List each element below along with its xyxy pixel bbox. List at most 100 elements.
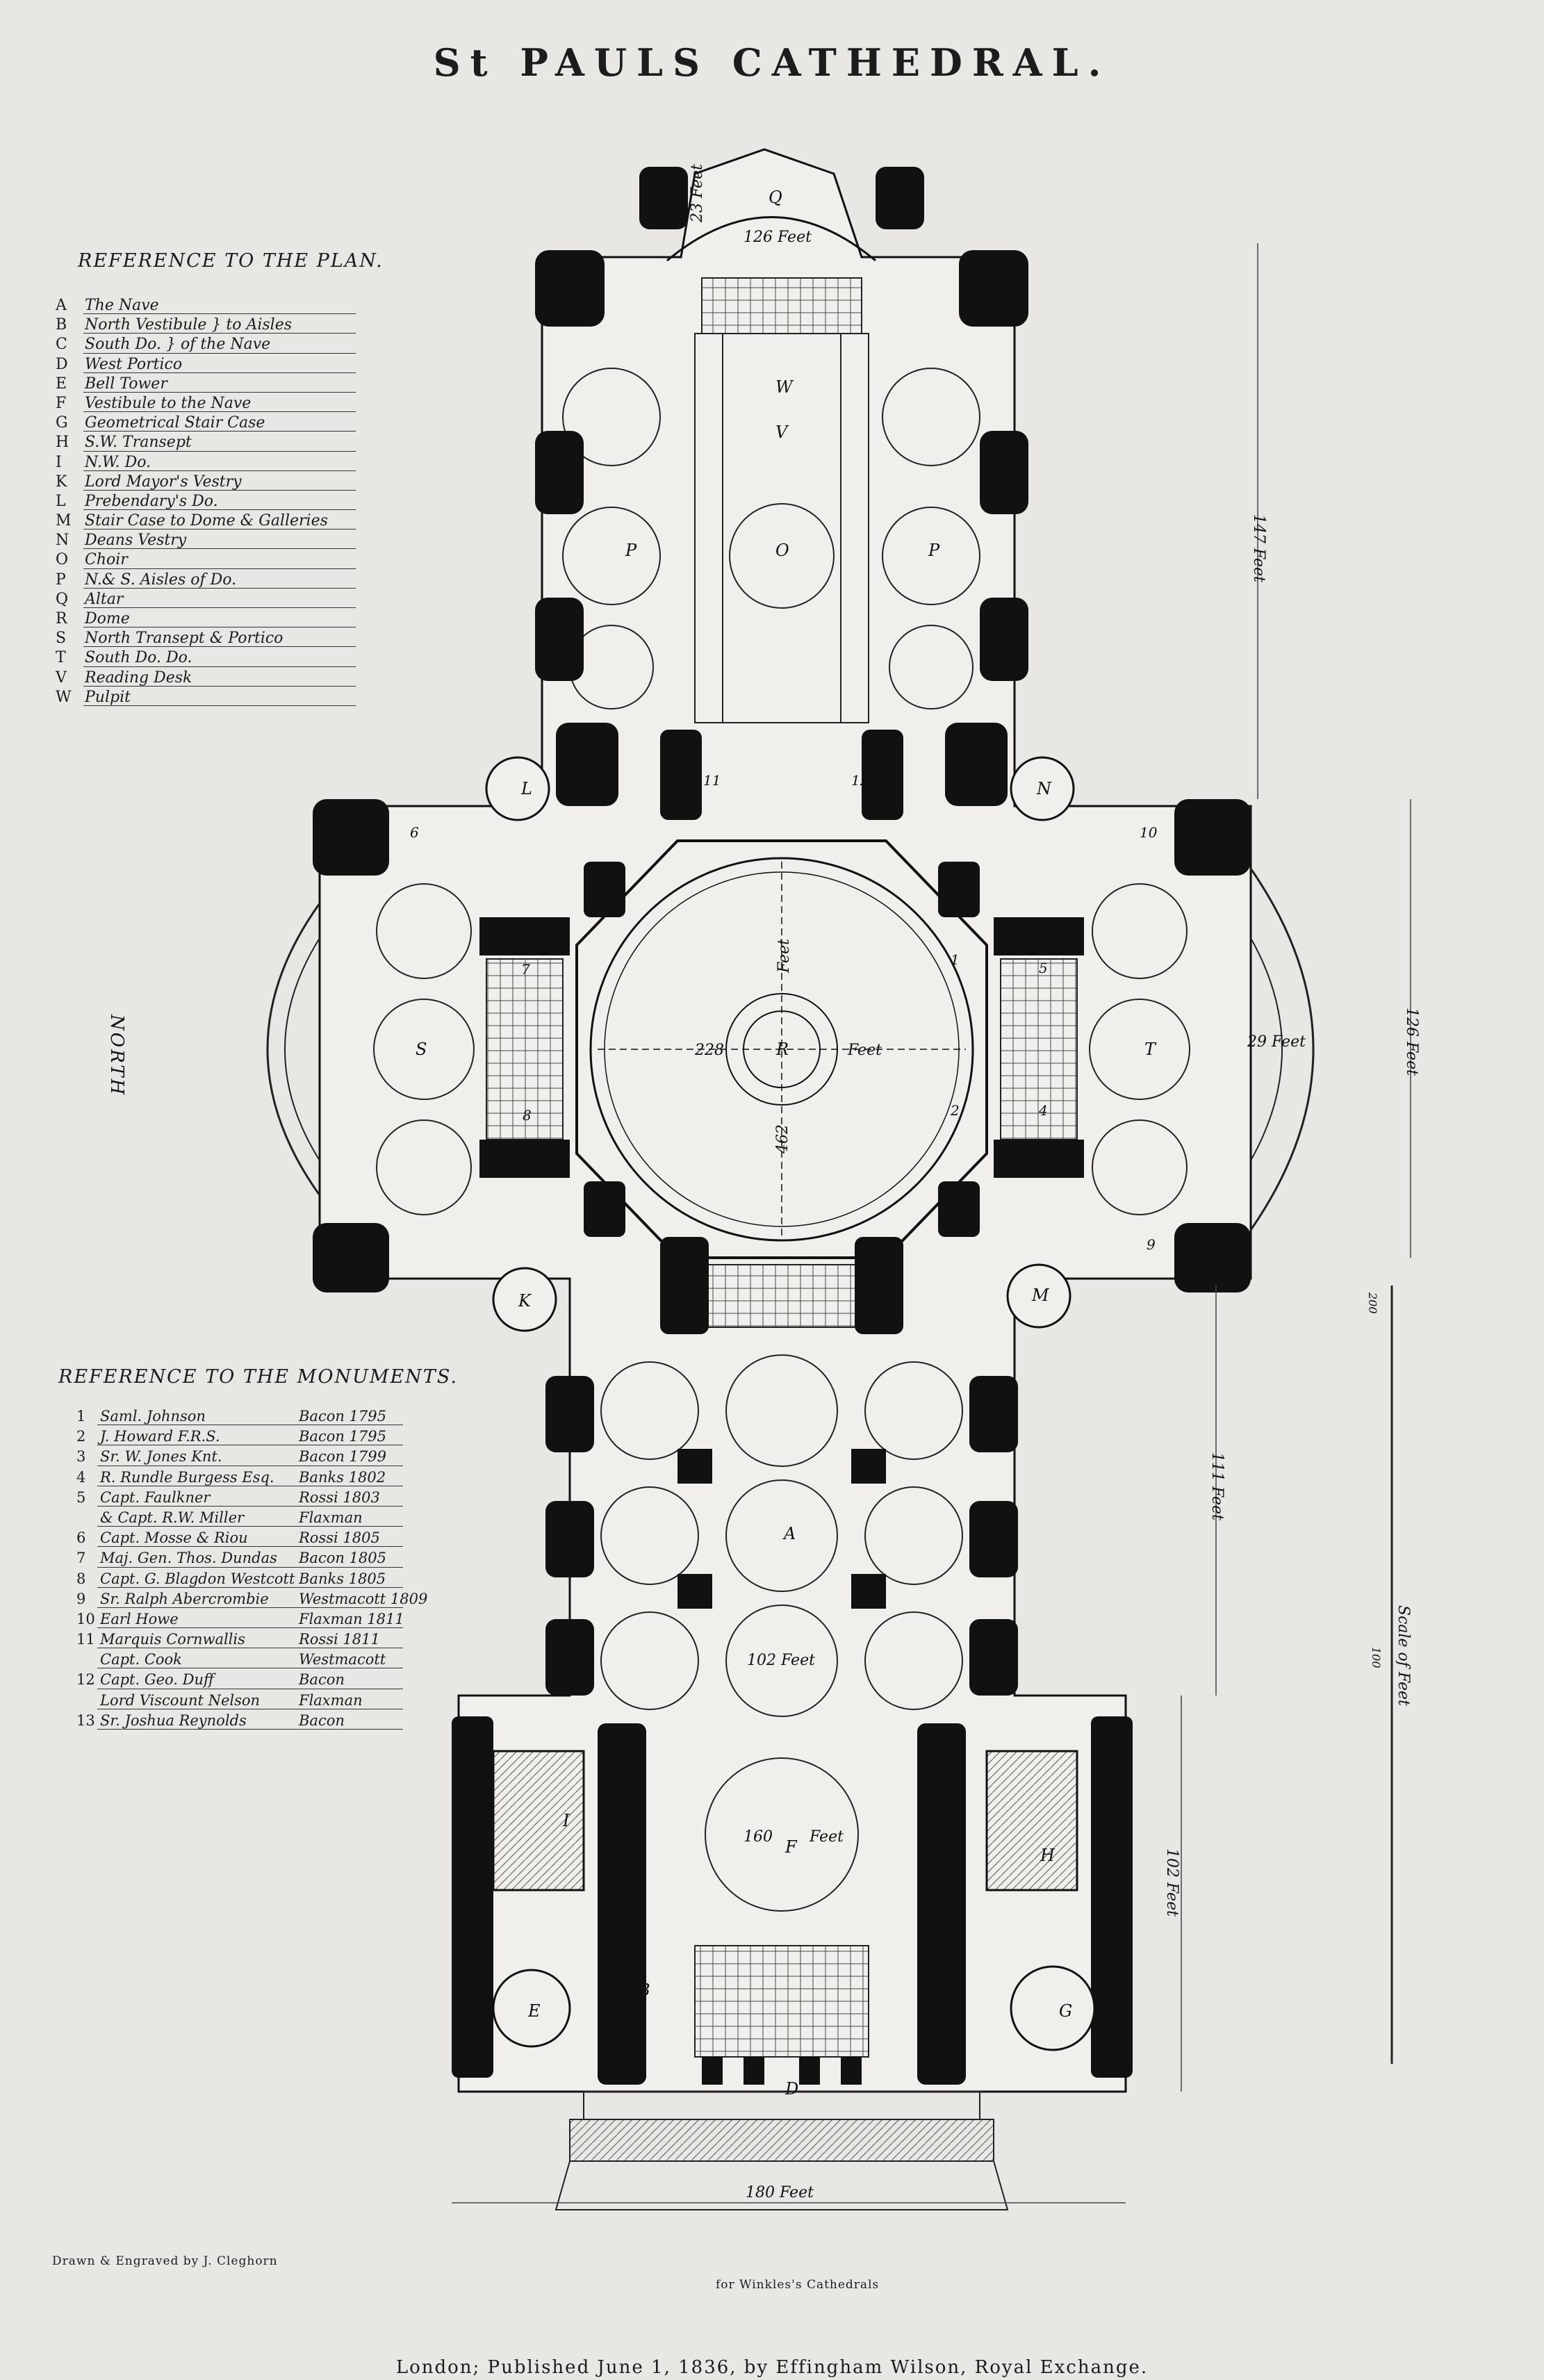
plan-reference-text: Bell Tower bbox=[85, 375, 167, 393]
monument-sculptor: Bacon 1795 bbox=[299, 1408, 386, 1425]
plan-reference-letter: O bbox=[56, 551, 69, 569]
plan-reference-item: K Lord Mayor's Vestry bbox=[56, 473, 356, 492]
monument-name: Capt. Faulkner bbox=[100, 1488, 211, 1506]
plan-reference-letter: C bbox=[56, 336, 67, 354]
monument-sculptor: Bacon 1799 bbox=[299, 1448, 386, 1466]
monument-sculptor: Bacon bbox=[299, 1712, 345, 1729]
scale-top: 200 bbox=[1366, 1292, 1379, 1314]
plan-reference-text: Stair Case to Dome & Galleries bbox=[85, 512, 328, 530]
monument-mark: 9 bbox=[1147, 1236, 1156, 1253]
west-front-dim: 180 Feet bbox=[746, 2184, 814, 2201]
monument-name: Capt. Mosse & Riou bbox=[100, 1529, 248, 1547]
plan-reference-letter: K bbox=[56, 473, 67, 491]
monument-mark: 6 bbox=[410, 824, 419, 841]
plan-letter-v: V bbox=[775, 422, 789, 442]
plan-reference-letter: N bbox=[56, 532, 69, 550]
dome-height-unit: Feet bbox=[775, 939, 793, 974]
dome-diameter-value: 228 bbox=[694, 1042, 724, 1059]
monument-mark: 5 bbox=[1039, 960, 1048, 976]
plan-reference-letter: R bbox=[56, 610, 67, 627]
monument-number: 9 bbox=[76, 1590, 86, 1607]
plan-letter-r: R bbox=[775, 1040, 789, 1059]
plan-letter-i: I bbox=[562, 1811, 570, 1830]
corner-chapels bbox=[485, 756, 1096, 2051]
monument-number: 13 bbox=[76, 1712, 95, 1729]
plan-reference-item: F Vestibule to the Nave bbox=[56, 394, 356, 413]
monument-sculptor: Rossi 1803 bbox=[299, 1488, 380, 1506]
plan-reference-text: Dome bbox=[85, 610, 130, 627]
monument-name: Sr. Joshua Reynolds bbox=[100, 1712, 247, 1729]
monument-number: 1 bbox=[76, 1408, 86, 1425]
monument-number: 4 bbox=[76, 1468, 86, 1486]
monument-name: Capt. Geo. Duff bbox=[100, 1671, 214, 1689]
plan-letter-a: A bbox=[782, 1524, 796, 1543]
plan-reference-item: R Dome bbox=[56, 609, 356, 629]
monument-name: Capt. Cook bbox=[100, 1651, 182, 1668]
page-title: St PAULS CATHEDRAL. bbox=[433, 40, 1111, 85]
apse-dim: 23 Feet bbox=[689, 164, 706, 223]
plan-letter-s: S bbox=[416, 1040, 427, 1059]
monument-name: Marquis Cornwallis bbox=[100, 1631, 245, 1648]
dome-height-value: 462 bbox=[774, 1124, 791, 1154]
monument-name: Sr. Ralph Abercrombie bbox=[100, 1590, 269, 1607]
monument-sculptor: Bacon 1795 bbox=[299, 1428, 386, 1445]
series-credit: for Winkles's Cathedrals bbox=[716, 2278, 880, 2292]
monument-name: & Capt. R.W. Miller bbox=[100, 1509, 245, 1526]
monument-sculptor: Flaxman bbox=[299, 1509, 363, 1526]
monument-number: 5 bbox=[76, 1488, 86, 1506]
west-steps bbox=[555, 2091, 1009, 2210]
plan-reference-text: Vestibule to the Nave bbox=[85, 394, 252, 412]
monument-mark: 8 bbox=[523, 1107, 532, 1124]
monument-item: & Capt. R.W. Miller Flaxman bbox=[76, 1508, 403, 1528]
plan-letter-n: N bbox=[1036, 779, 1052, 798]
plan-reference-letter: F bbox=[56, 394, 67, 412]
plan-reference-text: Lord Mayor's Vestry bbox=[85, 473, 242, 491]
monument-item: 13 Sr. Joshua Reynolds Bacon bbox=[76, 1711, 403, 1731]
plan-reference-letter: I bbox=[56, 453, 62, 471]
masonry-piers bbox=[313, 167, 1251, 2085]
plan-letter-p: P bbox=[625, 541, 637, 560]
plan-letter-d: D bbox=[785, 2079, 798, 2099]
plan-letter-o: O bbox=[775, 541, 789, 560]
monument-number: 10 bbox=[76, 1610, 95, 1627]
vestibule-width-value: 160 bbox=[744, 1828, 773, 1846]
transept-depth-dim: 126 Feet bbox=[1403, 1008, 1420, 1076]
plan-reference-letter: H bbox=[56, 434, 69, 452]
plan-reference-letter: P bbox=[56, 571, 66, 589]
monument-sculptor: Bacon 1805 bbox=[299, 1550, 386, 1567]
monument-sculptor: Westmacott bbox=[299, 1651, 386, 1668]
plan-reference-text: N.& S. Aisles of Do. bbox=[85, 571, 237, 589]
plan-reference-text: The Nave bbox=[85, 297, 159, 314]
plan-letter-l: L bbox=[520, 779, 532, 798]
plan-reference-letter: Q bbox=[56, 590, 69, 608]
monument-sculptor: Bacon bbox=[299, 1671, 345, 1689]
plan-letter-m: M bbox=[1031, 1286, 1050, 1305]
engraver-credit: Drawn & Engraved by J. Cleghorn bbox=[52, 2254, 278, 2268]
plan-reference-heading: REFERENCE TO THE PLAN. bbox=[78, 250, 384, 272]
nave-length-dim: 111 Feet bbox=[1208, 1452, 1226, 1520]
monument-number: 6 bbox=[76, 1529, 86, 1547]
plan-letter-p: P bbox=[928, 541, 940, 560]
monument-number: 2 bbox=[76, 1428, 86, 1445]
monument-mark: 11 bbox=[703, 772, 721, 789]
plan-reference-text: Prebendary's Do. bbox=[85, 492, 218, 510]
monument-sculptor: Banks 1802 bbox=[299, 1468, 386, 1486]
plan-letter-k: K bbox=[518, 1291, 532, 1311]
plan-reference-text: Reading Desk bbox=[85, 668, 192, 687]
scale-mid: 100 bbox=[1370, 1647, 1383, 1668]
monument-number: 12 bbox=[76, 1671, 95, 1689]
scale-label: Scale of Feet bbox=[1395, 1605, 1412, 1706]
plan-reference-text: North Vestibule } to Aisles bbox=[85, 316, 292, 334]
